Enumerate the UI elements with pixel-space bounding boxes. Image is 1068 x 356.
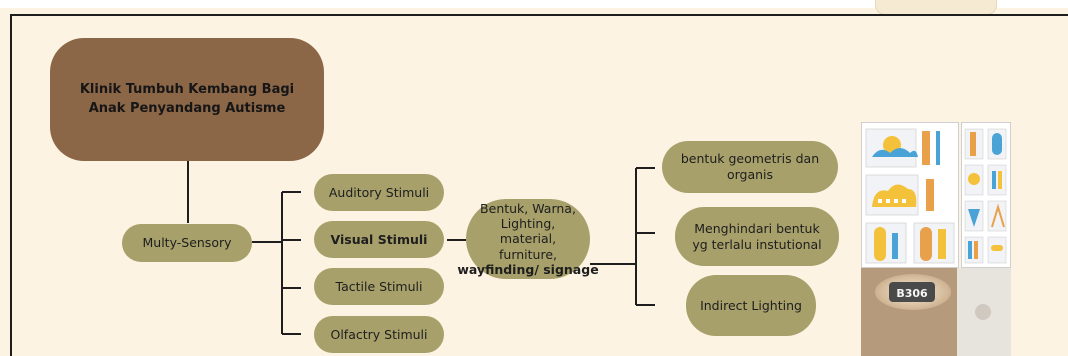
- outcome-geometric-organic-node: bentuk geometris dan organis: [662, 141, 838, 193]
- wayfinding-signage-text: wayfinding/ signage: [457, 261, 599, 277]
- olfactry-stimuli-label: Olfactry Stimuli: [330, 326, 428, 342]
- outcome-geometric-organic-label: bentuk geometris dan organis: [680, 151, 820, 182]
- auditory-stimuli-label: Auditory Stimuli: [328, 184, 430, 200]
- design-elements-text: Bentuk, Warna, Lighting, material, furni…: [480, 200, 576, 262]
- olfactry-stimuli-node: Olfactry Stimuli: [314, 316, 444, 353]
- tactile-stimuli-label: Tactile Stimuli: [335, 278, 423, 294]
- visual-stimuli-label: Visual Stimuli: [330, 231, 428, 247]
- multy-sensory-node: Multy-Sensory: [122, 224, 252, 262]
- top-strip: [0, 0, 1068, 8]
- design-elements-node: Bentuk, Warna, Lighting, material, furni…: [457, 199, 599, 279]
- visual-stimuli-node: Visual Stimuli: [314, 221, 444, 258]
- tactile-stimuli-node: Tactile Stimuli: [314, 268, 444, 305]
- title-node: Klinik Tumbuh Kembang Bagi Anak Penyanda…: [50, 38, 324, 161]
- outcome-avoid-institutional-node: Menghindari bentuk yg terlalu instutiona…: [675, 207, 839, 266]
- door-sign-text: B306: [896, 287, 928, 300]
- door-sign-photo-icon: B306: [861, 268, 1011, 356]
- signage-drawing-sheet-icon: [861, 122, 959, 268]
- multy-sensory-label: Multy-Sensory: [142, 235, 232, 251]
- outcome-indirect-lighting-label: Indirect Lighting: [700, 297, 802, 313]
- title-text: Klinik Tumbuh Kembang Bagi Anak Penyanda…: [79, 82, 295, 116]
- outcome-indirect-lighting-node: Indirect Lighting: [686, 275, 816, 336]
- signage-drawing-sheet-icon: [961, 122, 1011, 268]
- outcome-avoid-institutional-label: Menghindari bentuk yg terlalu instutiona…: [692, 220, 822, 252]
- auditory-stimuli-node: Auditory Stimuli: [314, 174, 444, 211]
- diagram-frame: [10, 14, 1068, 356]
